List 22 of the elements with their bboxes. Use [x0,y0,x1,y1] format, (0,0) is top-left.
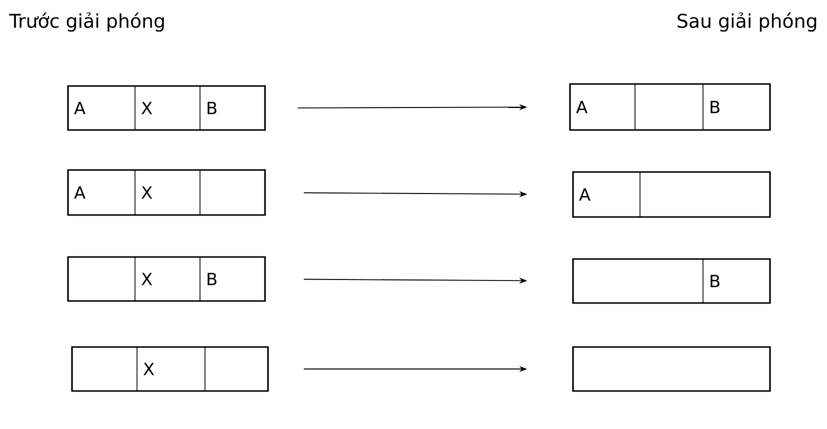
table-row-box [71,346,269,392]
table-row-box [67,256,266,302]
heading: Sau giải phóng [678,12,816,32]
heading: Trước giải phóng [9,12,164,32]
cell: B [702,84,770,130]
cell: B [200,256,266,302]
cell: B [200,86,266,130]
cell: X [134,86,200,130]
node-label: A [74,102,86,114]
cell: B [702,258,770,304]
table-row-box [67,85,266,131]
node-label: A [576,100,588,114]
cell: X [136,346,206,392]
cell: X [134,256,200,302]
table-row-box [572,258,771,304]
cell: X [134,170,200,216]
table-row-box [572,171,771,218]
node-label: A [579,188,590,201]
table-row-box [67,169,266,216]
table-row-box [572,346,771,392]
table-row-box [569,83,771,131]
node-label: A [74,186,86,199]
